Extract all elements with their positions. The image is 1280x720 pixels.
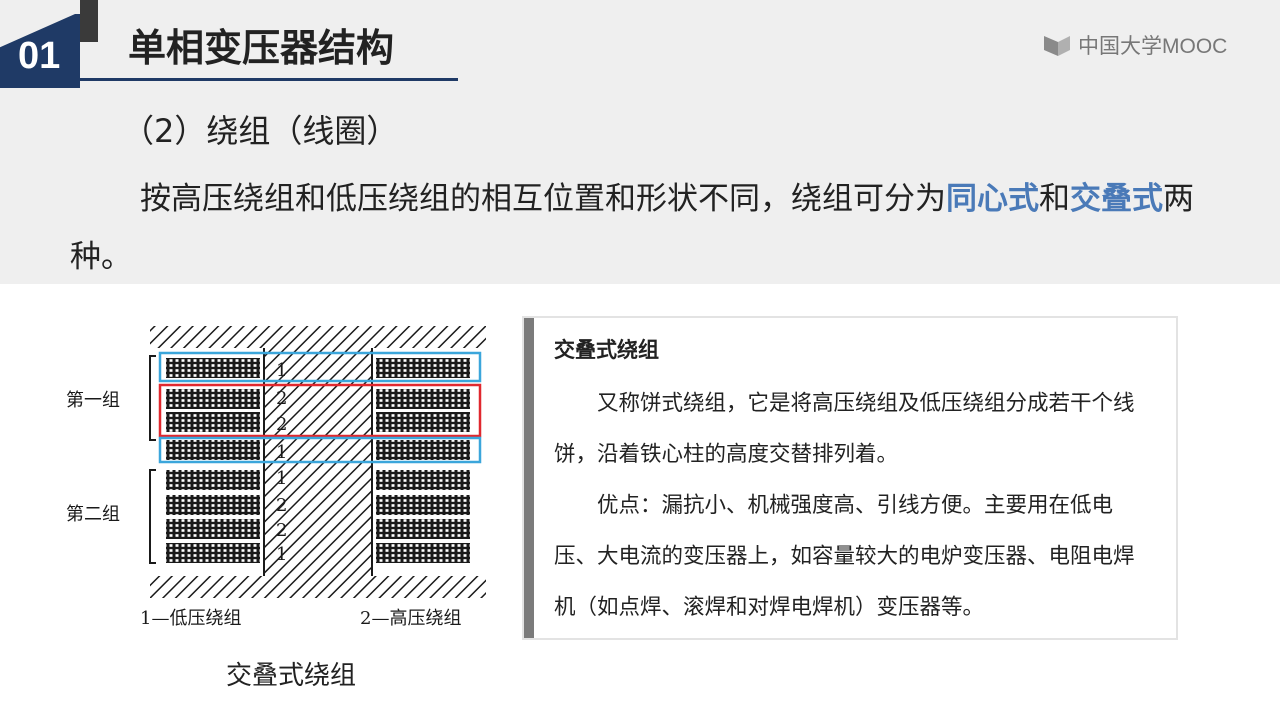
mooc-logo: 中国大学MOOC: [1042, 30, 1227, 60]
row-number: 1: [276, 544, 287, 565]
row-number: 2: [276, 414, 287, 435]
panel-title: 交叠式绕组: [554, 338, 659, 362]
intro-text-1: 按高压绕组和低压绕组的相互位置和形状不同，绕组可分为: [140, 181, 946, 217]
coil-discs: [166, 358, 470, 563]
mooc-logo-icon: [1044, 36, 1070, 56]
panel-body: 又称饼式绕组，它是将高压绕组及低压绕组分成若干个线饼，沿着铁心柱的高度交替排列着…: [554, 378, 1154, 633]
highlight-box-blue-bottom: [158, 436, 482, 464]
group2-label: 第二组: [66, 504, 120, 525]
row-number: 2: [276, 495, 287, 516]
group2-bracket: [149, 469, 156, 564]
panel-paragraph: 优点：漏抗小、机械强度高、引线方便。主要用在低电压、大电流的变压器上，如容量较大…: [554, 493, 1135, 620]
legend-high-voltage: 2—高压绕组: [360, 608, 461, 629]
logo-text: 中国大学MOOC: [1078, 35, 1228, 58]
row-number: 1: [276, 468, 287, 489]
highlight-box-blue-top: [158, 351, 482, 383]
info-panel: 交叠式绕组 又称饼式绕组，它是将高压绕组及低压绕组分成若干个线饼，沿着铁心柱的高…: [522, 316, 1178, 640]
intro-text-3: 两种。: [70, 181, 1194, 275]
group1-label: 第一组: [66, 390, 120, 411]
title-underline: [78, 78, 458, 81]
core-bottom-yoke: [150, 576, 486, 598]
core-top-yoke: [150, 326, 486, 348]
row-number: 1: [276, 360, 287, 381]
row-number: 2: [276, 388, 287, 409]
figure-caption: 交叠式绕组: [226, 661, 357, 691]
subheading: （2）绕组（线圈）: [122, 112, 399, 150]
section-number: 01: [18, 35, 61, 77]
badge-strip: [80, 0, 98, 42]
group1-bracket: [149, 355, 156, 441]
highlight-interleaved: 交叠式: [1070, 181, 1163, 217]
legend-low-voltage: 1—低压绕组: [140, 608, 241, 629]
intro-text-2: 和: [1039, 181, 1070, 217]
page-title: 单相变压器结构: [128, 26, 395, 70]
row-number: 1: [276, 442, 287, 463]
highlight-concentric: 同心式: [946, 181, 1039, 217]
interleaved-winding-diagram: 1 2 2 1 1 2 2 1 第一组 第二组 1—低压绕组 2—高压绕组: [66, 326, 486, 629]
panel-paragraph: 又称饼式绕组，它是将高压绕组及低压绕组分成若干个线饼，沿着铁心柱的高度交替排列着…: [554, 391, 1135, 467]
intro-paragraph: 按高压绕组和低压绕组的相互位置和形状不同，绕组可分为同心式和交叠式两种。: [70, 170, 1220, 286]
highlight-box-red: [158, 383, 482, 438]
row-number: 2: [276, 520, 287, 541]
panel-accent-bar: [524, 318, 534, 638]
